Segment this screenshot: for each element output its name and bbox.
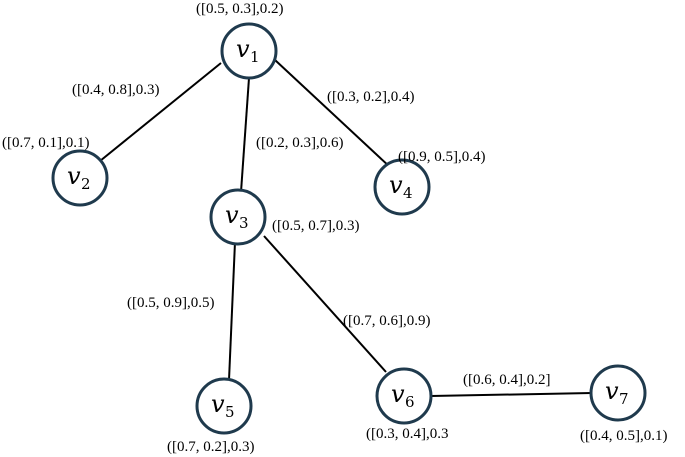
node-v4: v 4 — [373, 158, 431, 216]
node-label-v2: ([0.7, 0.1],0.1) — [2, 135, 89, 151]
svg-text:v: v — [236, 35, 250, 63]
svg-text:v: v — [211, 390, 225, 418]
edge-label-v3-v6: ([0.7, 0.6],0.9) — [343, 313, 430, 329]
node-label-v5: ([0.7, 0.2],0.3) — [167, 439, 254, 455]
node-v2: v 2 — [51, 149, 109, 207]
edge-v1-v4 — [274, 59, 392, 169]
svg-text:2: 2 — [81, 175, 91, 193]
edge-label-v1-v2: ([0.4, 0.8],0.3) — [72, 82, 159, 98]
edge-v6-v7 — [430, 392, 593, 397]
svg-text:5: 5 — [225, 403, 235, 421]
node-v7: v 7 — [589, 364, 647, 422]
edge-v3-v6 — [263, 235, 387, 373]
edge-v1-v2 — [99, 62, 222, 162]
node-v5: v 5 — [195, 377, 253, 435]
node-v6: v 6 — [375, 367, 433, 425]
node-label-v1: ([0.5, 0.3],0.2) — [196, 1, 283, 17]
svg-text:v: v — [389, 171, 403, 199]
edge-label-v1-v4: ([0.3, 0.2],0.4) — [327, 89, 414, 105]
svg-text:v: v — [225, 201, 239, 229]
edge-v3-v5 — [228, 241, 236, 381]
svg-text:v: v — [391, 380, 405, 408]
svg-text:6: 6 — [405, 393, 415, 411]
edge-v1-v3 — [240, 77, 250, 193]
edge-label-v6-v7: ([0.6, 0.4],0.2] — [463, 372, 550, 388]
svg-text:1: 1 — [250, 48, 260, 66]
node-v1: v 1 — [220, 22, 278, 80]
node-v3: v 3 — [209, 188, 267, 246]
svg-text:v: v — [67, 162, 81, 190]
svg-text:3: 3 — [239, 214, 249, 232]
node-label-v4: ([0.9, 0.5],0.4) — [398, 149, 485, 165]
svg-text:v: v — [605, 377, 619, 405]
node-label-v3: ([0.5, 0.7],0.3) — [272, 218, 359, 234]
svg-text:7: 7 — [619, 390, 629, 408]
edge-label-v3-v5: ([0.5, 0.9],0.5) — [127, 295, 214, 311]
node-label-v6: ([0.3, 0.4],0.3 — [366, 426, 449, 442]
edge-label-v1-v3: ([0.2, 0.3],0.6) — [256, 135, 343, 151]
svg-text:4: 4 — [403, 184, 413, 202]
node-label-v7: ([0.4, 0.5],0.1) — [580, 428, 667, 444]
